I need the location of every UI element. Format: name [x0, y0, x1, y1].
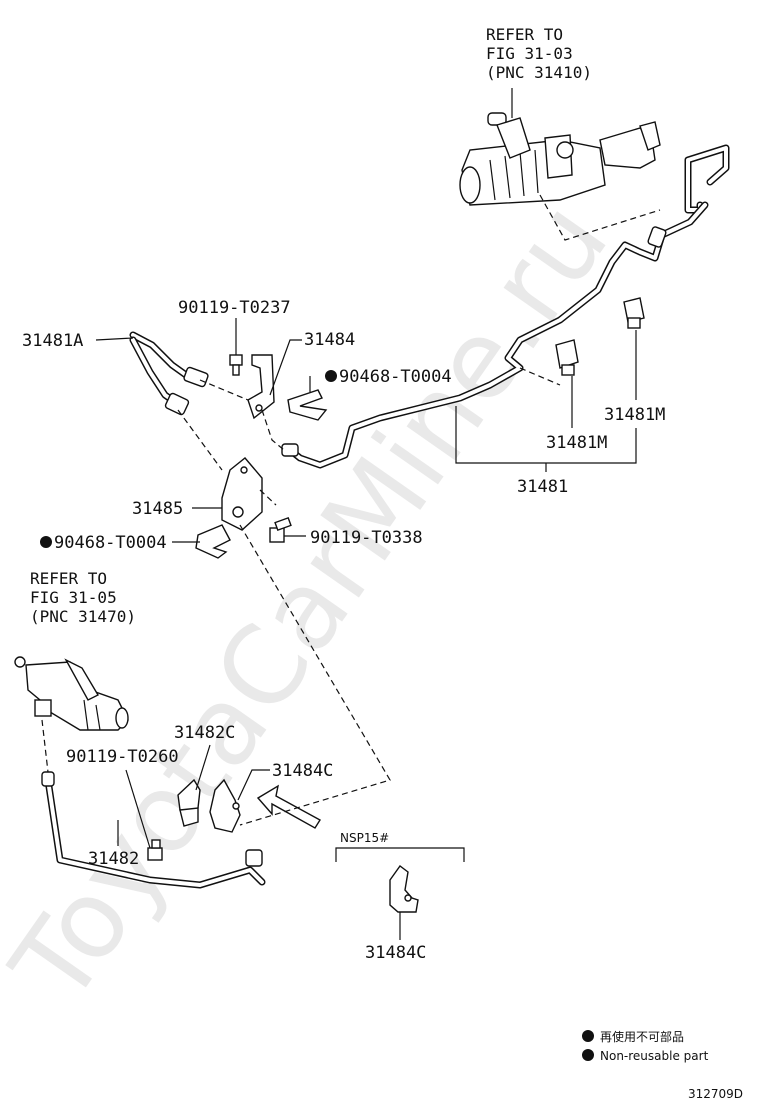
dash-31485-to-arrow	[239, 524, 391, 826]
label-nsp: NSP15#	[340, 831, 389, 845]
legend-dot-2	[582, 1049, 594, 1061]
leader-31481	[455, 406, 637, 472]
ref-left-line2: FIG 31-05	[30, 588, 117, 607]
hose-31481A	[129, 331, 209, 416]
label-90119-T0338: 90119-T0338	[310, 528, 423, 548]
dash-hose-bracket	[199, 379, 249, 401]
bolt-90119-T0260	[147, 839, 163, 861]
release-cylinder-drawing	[14, 656, 129, 731]
clip-90468-T0004-top	[287, 389, 328, 421]
leader-31482C	[195, 744, 211, 791]
ref-left-line3: (PNC 31470)	[30, 607, 136, 626]
bolt-90119-T0338	[269, 516, 292, 543]
legend-dot-1	[582, 1030, 594, 1042]
pipe-31482	[41, 771, 266, 889]
label-90468-T0004-top: 90468-T0004	[339, 367, 452, 387]
ref-top-line2: FIG 31-03	[486, 44, 573, 63]
label-90119-T0260: 90119-T0260	[66, 747, 179, 767]
master-cylinder-drawing	[459, 112, 661, 206]
non-reusable-dot-top	[325, 370, 337, 382]
bracket-31482C	[177, 778, 201, 827]
clip-31481M-mid	[555, 339, 579, 376]
dash-pipe-to-clip-mid	[519, 367, 561, 386]
ref-top-line1: REFER TO	[486, 25, 563, 44]
label-31481: 31481	[517, 477, 568, 497]
dash-release-to-pipe	[41, 719, 49, 773]
dash-hose-to-31485	[177, 409, 223, 471]
direction-arrow	[256, 784, 321, 829]
bracket-31484	[247, 354, 275, 420]
dash-bracket-pipe	[261, 409, 285, 451]
label-31484: 31484	[304, 330, 355, 350]
dash-mc-to-pipe	[539, 194, 661, 241]
nsp-variant-box	[335, 847, 465, 913]
label-31481A: 31481A	[22, 331, 83, 351]
clip-90468-T0004-left	[195, 524, 231, 559]
label-90468-T0004-left: 90468-T0004	[54, 533, 167, 553]
label-90119-T0237: 90119-T0237	[178, 298, 291, 318]
label-31481M-right: 31481M	[604, 405, 665, 425]
label-31482: 31482	[88, 849, 139, 869]
bolt-90119-T0237	[229, 354, 243, 376]
dash-31485-to-bolt	[259, 489, 277, 506]
clip-31481M-right	[623, 297, 645, 329]
pipe-31481	[281, 144, 730, 469]
legend-line1: 再使用不可部品	[600, 1029, 684, 1044]
label-31481M-mid: 31481M	[546, 433, 607, 453]
legend-line2: Non-reusable part	[600, 1049, 709, 1063]
bracket-31484C-a	[209, 778, 241, 833]
ref-top-line3: (PNC 31410)	[486, 63, 592, 82]
label-31484C-b: 31484C	[365, 943, 426, 963]
leader-31481A	[95, 337, 134, 341]
figure-code: 312709D	[688, 1087, 743, 1101]
ref-left-line1: REFER TO	[30, 569, 107, 588]
label-31484C-a: 31484C	[272, 761, 333, 781]
non-reusable-dot-left	[40, 536, 52, 548]
label-31482C: 31482C	[174, 723, 235, 743]
label-31485: 31485	[132, 499, 183, 519]
bracket-31485	[221, 457, 263, 531]
leader-90119-T0260	[125, 769, 151, 849]
leader-31484C-a	[237, 769, 270, 801]
leader-31484	[269, 339, 302, 396]
